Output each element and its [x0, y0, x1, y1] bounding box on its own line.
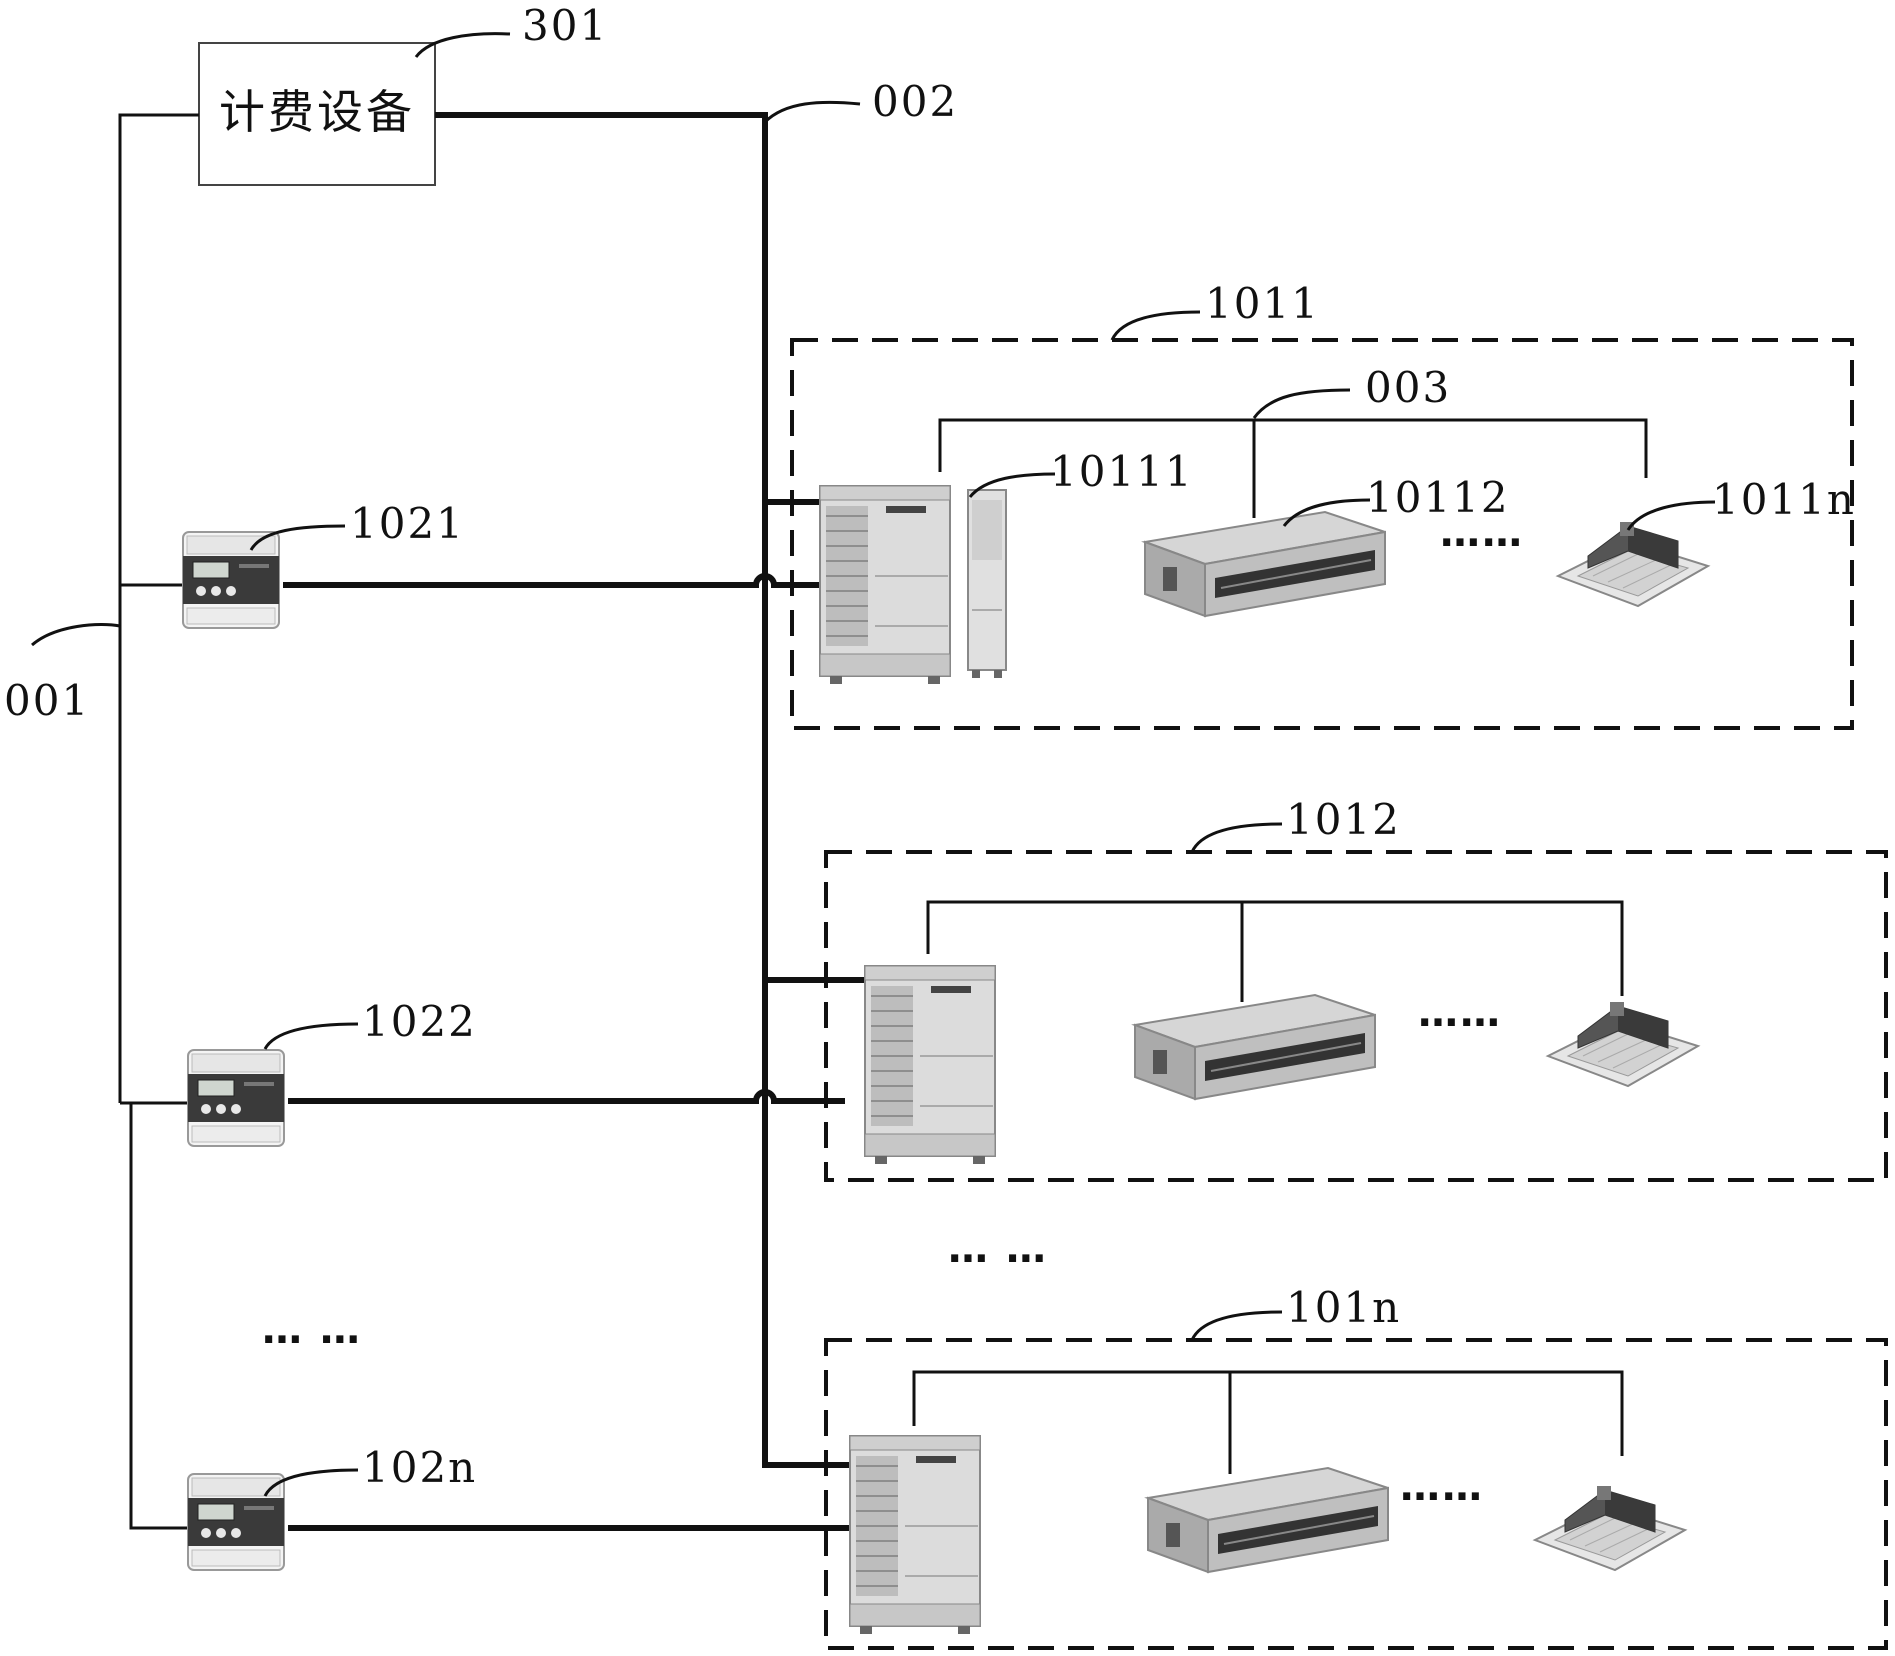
- ref-301: 301: [522, 1, 608, 50]
- leader-1011: [1110, 310, 1201, 341]
- electric-meter-icon: [187, 1049, 285, 1147]
- ref-10111: 10111: [1050, 447, 1194, 496]
- system-101n-box: [824, 1338, 1888, 1650]
- ref-003: 003: [1365, 363, 1451, 412]
- cassette-indoor-unit-icon: [1547, 1001, 1699, 1087]
- leader-10111: [968, 472, 1056, 498]
- ref-1022: 1022: [362, 997, 477, 1046]
- ducted-indoor-unit-icon: [1144, 511, 1386, 617]
- units-ellipsis-2: ……: [1418, 990, 1502, 1036]
- meter-bus-001: [118, 113, 199, 1103]
- ref-102n: 102n: [362, 1443, 477, 1492]
- ref-001: 001: [4, 676, 90, 725]
- leader-10112: [1282, 498, 1371, 527]
- ducted-indoor-unit-icon: [1134, 994, 1376, 1100]
- meter-bus-tap-n: [120, 1101, 188, 1530]
- leader-101n: [1190, 1310, 1283, 1341]
- systems-ellipsis: … …: [948, 1226, 1048, 1272]
- comm-bus-002: [435, 112, 873, 1468]
- ref-1021: 1021: [350, 499, 465, 548]
- outdoor-unit-icon: [849, 1435, 981, 1635]
- outdoor-unit-icon: [819, 485, 951, 685]
- ducted-indoor-unit-icon: [1147, 1467, 1389, 1573]
- outdoor-module-icon: [967, 489, 1007, 679]
- electric-meter-icon: [182, 531, 280, 629]
- ref-1011n: 1011n: [1712, 475, 1856, 524]
- leader-1022: [263, 1022, 359, 1050]
- ref-101n: 101n: [1286, 1283, 1401, 1332]
- indoor-bus-system-n: [912, 1370, 1624, 1456]
- leader-001: [31, 623, 121, 647]
- billing-device-label: 计费设备: [219, 85, 415, 139]
- indoor-bus-003: [938, 418, 1648, 478]
- leader-102n: [263, 1468, 359, 1497]
- leader-003: [1252, 388, 1351, 419]
- system-1012-box: [824, 850, 1888, 1182]
- power-line-1022: [288, 1089, 845, 1104]
- ref-1011: 1011: [1205, 279, 1320, 328]
- ref-002: 002: [872, 77, 958, 126]
- leader-301: [414, 32, 511, 58]
- meters-ellipsis: … …: [262, 1307, 362, 1353]
- leader-1021: [249, 524, 346, 551]
- cassette-indoor-unit-icon: [1557, 521, 1709, 607]
- billing-device-box: [198, 42, 436, 186]
- leader-1011n: [1626, 500, 1716, 531]
- ref-1012: 1012: [1286, 795, 1401, 844]
- units-ellipsis-n: ……: [1400, 1464, 1484, 1510]
- indoor-bus-system-2: [926, 900, 1624, 996]
- units-ellipsis-1: ……: [1440, 510, 1524, 556]
- outdoor-unit-icon: [864, 965, 996, 1165]
- cassette-indoor-unit-icon: [1534, 1485, 1686, 1571]
- ref-10112: 10112: [1366, 473, 1510, 522]
- power-line-1021: [283, 573, 826, 588]
- leader-002: [763, 100, 861, 124]
- system-1011-box: [790, 338, 1854, 730]
- leader-1012: [1190, 822, 1283, 853]
